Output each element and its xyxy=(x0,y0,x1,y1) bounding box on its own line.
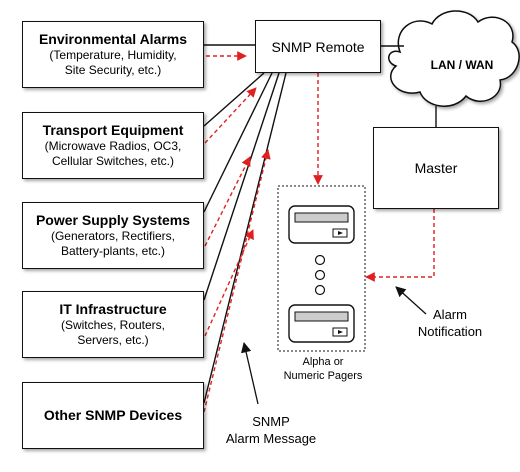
snmp-alarm-message-line: Alarm Message xyxy=(225,431,317,446)
alarm-notification-pointer xyxy=(395,286,427,315)
line-other-to-remote xyxy=(203,72,287,404)
transport-equipment-box: Transport Equipment (Microwave Radios, O… xyxy=(22,112,204,179)
box-subtitle: (Switches, Routers, xyxy=(60,318,166,332)
box-subtitle: (Temperature, Humidity, xyxy=(49,48,177,62)
box-subtitle: (Generators, Rectifiers, xyxy=(50,229,176,243)
lan-wan-label: LAN / WAN xyxy=(430,58,494,72)
box-title: Power Supply Systems xyxy=(35,212,191,228)
pager-ellipsis-dot xyxy=(314,269,326,281)
box-title: Transport Equipment xyxy=(42,122,184,138)
lan-wan-cloud xyxy=(388,10,520,107)
red-arrow-power xyxy=(204,156,251,247)
line-it-to-remote xyxy=(203,72,280,301)
box-subtitle: (Microwave Radios, OC3, xyxy=(44,139,182,153)
line-power-to-remote xyxy=(203,72,273,213)
box-title: Other SNMP Devices xyxy=(43,407,183,423)
box-subtitle: Battery-plants, etc.) xyxy=(60,244,166,258)
pager-group-frame xyxy=(277,185,366,352)
pagers-label-line: Numeric Pagers xyxy=(283,370,363,382)
pager-ellipsis-dot xyxy=(314,284,326,296)
master-box: Master xyxy=(373,127,499,209)
snmp-alarm-message-line: SNMP xyxy=(252,414,290,429)
alarm-notification-line: Notification xyxy=(417,324,483,339)
pager-2 xyxy=(288,304,355,343)
red-arrow-trans xyxy=(204,87,257,144)
other-snmp-devices-box: Other SNMP Devices xyxy=(22,382,204,449)
pagers-label-line: Alpha or xyxy=(302,356,344,368)
box-title: Environmental Alarms xyxy=(38,31,188,47)
snmp-remote-box: SNMP Remote xyxy=(255,20,381,73)
red-arrow-master-to-pagers xyxy=(365,209,435,282)
alarm-notification-label: Alarm Notification xyxy=(395,306,505,340)
red-arrow-it xyxy=(204,229,254,337)
power-supply-systems-box: Power Supply Systems (Generators, Rectif… xyxy=(22,202,204,269)
it-infrastructure-box: IT Infrastructure (Switches, Routers, Se… xyxy=(22,291,204,358)
snmp-alarm-message-pointer xyxy=(241,341,259,405)
pager-1 xyxy=(288,205,355,244)
snmp-alarm-message-label: SNMP Alarm Message xyxy=(206,413,336,447)
pager-ellipsis-dot xyxy=(314,254,326,266)
environmental-alarms-box: Environmental Alarms (Temperature, Humid… xyxy=(22,21,204,88)
box-title: SNMP Remote xyxy=(271,38,365,55)
box-title: Master xyxy=(414,160,458,176)
line-trans-to-remote xyxy=(203,72,265,127)
box-title: IT Infrastructure xyxy=(59,301,167,317)
pagers-label: Alpha or Numeric Pagers xyxy=(268,355,378,383)
red-arrow-other xyxy=(203,149,271,413)
box-subtitle: Site Security, etc.) xyxy=(64,63,162,77)
alarm-notification-line: Alarm xyxy=(433,307,467,322)
box-subtitle: Servers, etc.) xyxy=(77,333,149,347)
box-subtitle: Cellular Switches, etc.) xyxy=(51,154,175,168)
